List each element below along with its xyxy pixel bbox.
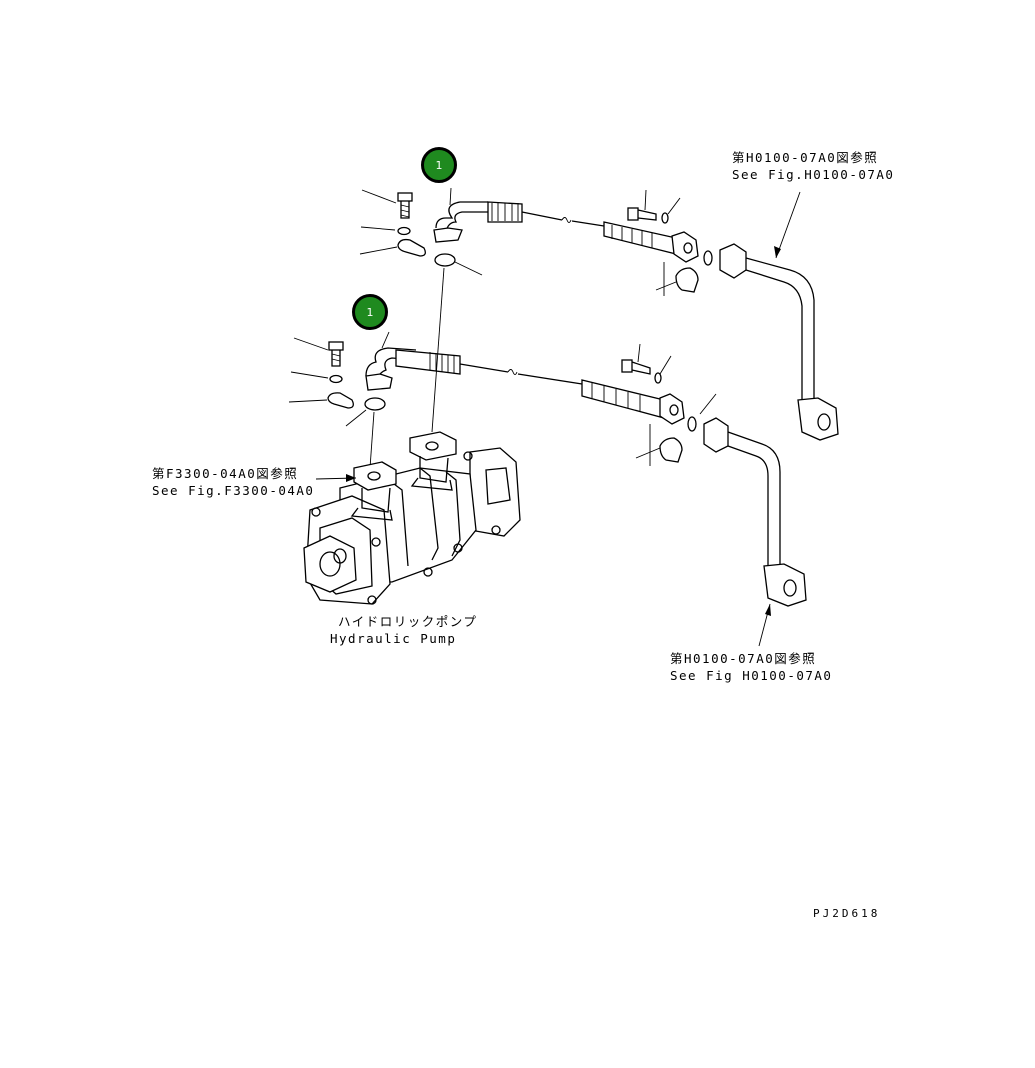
pump-label-en: Hydraulic Pump — [330, 631, 457, 646]
upper-hose-assembly — [359, 187, 713, 296]
upper-right-oring — [703, 250, 713, 266]
upper-left-bolt — [397, 192, 413, 219]
lower-left-bolt — [328, 341, 344, 367]
reference-pump-en: See Fig.F3300-04A0 — [152, 483, 315, 498]
reference-lower-right-jp: 第H0100-07A0図参照 — [670, 651, 817, 666]
lower-steel-tube — [703, 417, 807, 647]
callout-1-lower[interactable]: 1 — [352, 294, 388, 330]
reference-pump-jp: 第F3300-04A0図参照 — [152, 466, 299, 481]
upper-left-oring — [434, 253, 456, 267]
hydraulic-pump — [303, 431, 521, 605]
upper-left-half-flange — [397, 238, 426, 257]
upper-right-bolt — [627, 207, 669, 224]
reference-upper-right-jp: 第H0100-07A0図参照 — [732, 150, 879, 165]
reference-lower-right-en: See Fig H0100-07A0 — [670, 668, 833, 683]
pump-label-jp: ハイドロリックポンプ — [338, 614, 478, 629]
callout-1-upper[interactable]: 1 — [421, 147, 457, 183]
drawing-code: PJ2D618 — [813, 907, 881, 920]
upper-left-washer — [397, 226, 411, 236]
upper-steel-tube — [719, 191, 839, 441]
reference-upper-right-en: See Fig.H0100-07A0 — [732, 167, 895, 182]
lower-hose-assembly — [288, 331, 717, 466]
